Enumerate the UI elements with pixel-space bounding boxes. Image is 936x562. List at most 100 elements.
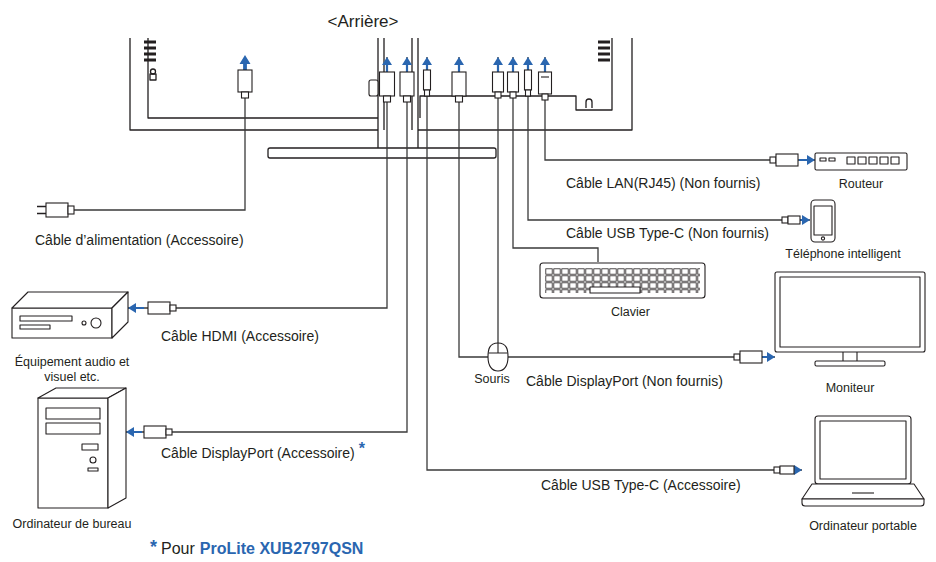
phone-body (811, 200, 835, 242)
mains-plug-prongs (37, 207, 46, 214)
monitor-base (815, 361, 885, 366)
av-side (112, 292, 128, 338)
cable-label: Câble HDMI (Accessoire) (160, 328, 320, 344)
cable-label: Câble DisplayPort (Non fournis) (525, 373, 724, 389)
av-button (82, 321, 86, 325)
av-knob (91, 318, 101, 328)
hdmi-plug-collar (170, 305, 176, 311)
tower-side (108, 388, 126, 508)
rj45-plug (776, 154, 798, 166)
displayport-plug (400, 72, 414, 96)
footnote-text: Pour (161, 540, 195, 558)
displayport-plug (740, 351, 762, 363)
drive-bay (46, 423, 100, 434)
footnote-marker: * (150, 537, 157, 558)
lock-slot (150, 74, 156, 80)
stand-base (268, 148, 496, 158)
displayport-plug (144, 426, 166, 438)
router: Routeur (815, 150, 907, 172)
keyboard-body (540, 263, 705, 298)
device-caption: Routeur (839, 177, 883, 192)
av-front (12, 308, 112, 338)
displayport-plug-collar (734, 354, 740, 360)
cable-connector (427, 57, 802, 470)
displayport-plug-collar (404, 96, 411, 102)
power-cable (74, 96, 245, 210)
mouse-body (488, 343, 508, 371)
usb-c-plug-collar (782, 217, 788, 223)
usb-c-plug-collar (526, 90, 531, 96)
keyboard-keys (545, 268, 700, 293)
cable-label: Câble USB Type-C (Accessoire) (540, 477, 742, 493)
keyboard-spacebar (590, 287, 640, 293)
av-display (20, 325, 50, 329)
indicator (88, 468, 98, 471)
rj45-plug-collar (542, 94, 548, 100)
router-ports (820, 157, 899, 164)
power-plug-collar (242, 92, 249, 98)
usb-a-plug (493, 72, 504, 92)
hdmi-plug-collar (384, 96, 391, 102)
usb-c-plug-collar (774, 467, 780, 473)
lock-slot-ring (151, 69, 156, 74)
displayport-plug (452, 72, 466, 96)
devices (12, 153, 925, 508)
laptop-screen (820, 421, 906, 479)
housing-inner-edge (148, 38, 612, 118)
housing-outline (130, 38, 632, 130)
usb-c-plug (788, 216, 800, 224)
usb-c-plug (424, 70, 431, 90)
av-slot (20, 316, 72, 321)
router-body (815, 153, 907, 170)
card-slot (82, 444, 98, 450)
mouse: Souris (488, 343, 508, 371)
tower-front (38, 398, 108, 508)
rj45-latch (541, 76, 549, 77)
displayport-plug-collar (166, 429, 172, 435)
desktop-computer: Ordinateur de bureau (38, 388, 126, 508)
monitor-screen-frame (775, 272, 925, 352)
cable-connector (528, 57, 810, 220)
usb-a-plug-collar (510, 92, 516, 98)
hdmi-plug (148, 302, 170, 314)
cable-hook (586, 99, 592, 108)
model-name: ProLite XUB2797QSN (200, 540, 364, 558)
mains-plug-collar (68, 206, 74, 214)
monitor-housing (130, 38, 632, 158)
usb-a-plug (508, 72, 519, 92)
cable-label: Câble d’alimentation (Accessoire) (35, 232, 244, 248)
device-caption: Souris (474, 372, 509, 387)
usb-c-plug (525, 70, 532, 90)
laptop-lid (815, 416, 911, 484)
usb-c-plug (780, 466, 794, 474)
laptop-deck (802, 484, 924, 499)
smartphone: Téléphone intelligent (810, 200, 836, 242)
laptop-touchpad (852, 492, 874, 493)
keyboard: Clavier (540, 262, 705, 298)
displayport-plug-collar (456, 96, 463, 102)
laptop-base (802, 499, 924, 506)
monitor-rear-view: <Arrière> (124, 8, 602, 57)
view-heading: <Arrière> (124, 8, 602, 32)
external-monitor: Moniteur (775, 272, 925, 366)
laptop: Ordinateur portable (802, 416, 924, 506)
cable-connector (497, 57, 498, 343)
cable-connector (545, 57, 815, 160)
mouse-buttons (489, 343, 508, 353)
hdmi-plug (380, 72, 395, 96)
cable-label: Câble DisplayPort (Accessoire) (160, 445, 356, 461)
plugs (37, 70, 800, 474)
device-caption: Moniteur (826, 381, 875, 396)
monitor-neck (843, 352, 857, 361)
power-plug (238, 70, 252, 92)
device-caption: Téléphone intelligent (785, 247, 900, 262)
connector-group (126, 57, 815, 470)
device-caption: Ordinateur portable (809, 519, 917, 534)
footnote-marker: * (359, 440, 365, 458)
power-button (90, 457, 96, 463)
stand-column (378, 38, 418, 150)
mains-plug (46, 203, 68, 217)
drive-bay (46, 408, 100, 419)
rj45-plug-collar (770, 157, 776, 163)
